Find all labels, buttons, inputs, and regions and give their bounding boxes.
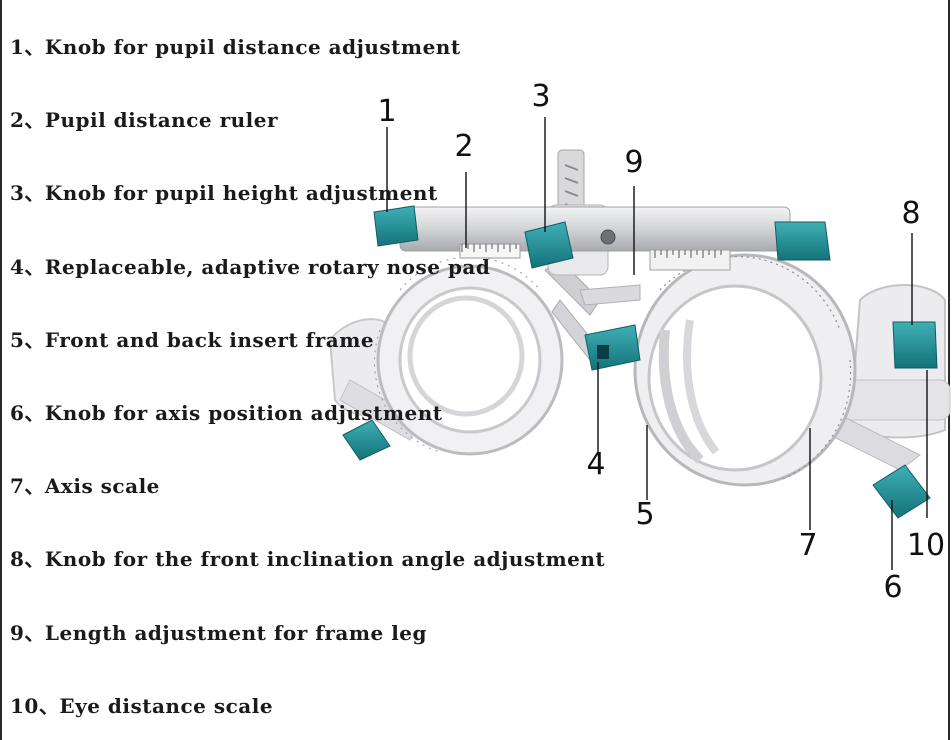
callout-6: 6 — [883, 570, 903, 605]
knob-axis-position — [872, 464, 931, 519]
legend-item-10: 10、Eye distance scale — [10, 694, 274, 718]
knob-pupil-height — [524, 221, 574, 269]
knob-left-lower — [342, 419, 391, 461]
left-lens-ring — [374, 256, 564, 456]
nose-pad — [584, 324, 641, 371]
callout-5: 5 — [635, 497, 655, 532]
callout-3: 3 — [531, 79, 551, 114]
callout-9: 9 — [624, 145, 644, 180]
legend-item-9: 9、Length adjustment for frame leg — [10, 621, 428, 645]
callout-10: 10 — [906, 528, 946, 563]
leader-lines — [386, 117, 928, 570]
callout-8: 8 — [901, 196, 921, 231]
right-lens-ring — [633, 253, 857, 487]
callout-7: 7 — [798, 528, 818, 563]
knob-right-end — [774, 221, 831, 261]
callout-1: 1 — [377, 94, 397, 129]
knob-pupil-distance — [373, 205, 419, 247]
legend-item-2: 2、Pupil distance ruler — [10, 108, 279, 132]
legend-item-4: 4、Replaceable, adaptive rotary nose pad — [10, 255, 491, 279]
legend-item-3: 3、Knob for pupil height adjustment — [10, 181, 438, 205]
legend-item-7: 7、Axis scale — [10, 474, 160, 498]
knob-front-inclination — [892, 321, 938, 369]
legend-item-6: 6、Knob for axis position adjustment — [10, 401, 443, 425]
callout-2: 2 — [454, 129, 474, 164]
legend-item-5: 5、Front and back insert frame — [10, 328, 375, 352]
callout-4: 4 — [586, 447, 606, 482]
legend-item-8: 8、Knob for the front inclination angle a… — [10, 547, 606, 571]
legend-item-1: 1、Knob for pupil distance adjustment — [10, 35, 461, 59]
